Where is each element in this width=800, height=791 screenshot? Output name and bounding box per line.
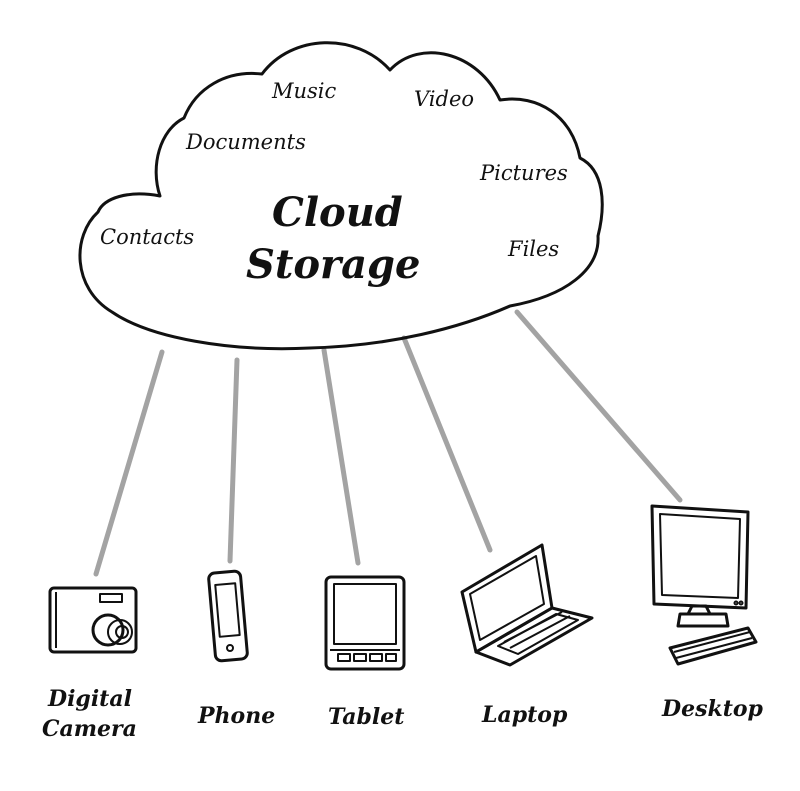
cloud-item-files: Files [507, 237, 559, 261]
connector-tablet [321, 347, 361, 566]
label-phone: Phone [197, 703, 275, 729]
label-desktop: Desktop [661, 696, 764, 722]
label-digital: Digital [47, 686, 132, 712]
tablet-icon [324, 575, 406, 671]
camera-icon [48, 586, 138, 654]
connector-laptop [401, 335, 493, 553]
cloud-item-pictures: Pictures [479, 161, 568, 185]
label-laptop: Laptop [481, 702, 568, 728]
cloud-item-music: Music [271, 79, 337, 103]
cloud-item-video: Video [414, 87, 474, 111]
cloud-shape [78, 41, 604, 351]
cloud-title-line1: Cloud [272, 189, 403, 236]
label-tablet: Tablet [328, 704, 404, 730]
cloud-item-contacts: Contacts [100, 225, 194, 249]
cloud-title-line2: Storage [246, 241, 420, 288]
connector-desktop [514, 309, 683, 503]
connectors [93, 309, 683, 577]
connector-phone [227, 357, 240, 564]
laptop-icon [460, 543, 594, 667]
desktop-icon [650, 504, 758, 666]
phone-icon [207, 569, 249, 663]
cloud-item-documents: Documents [185, 130, 306, 154]
connector-digital-camera [93, 349, 165, 577]
label-camera: Camera [42, 716, 137, 742]
